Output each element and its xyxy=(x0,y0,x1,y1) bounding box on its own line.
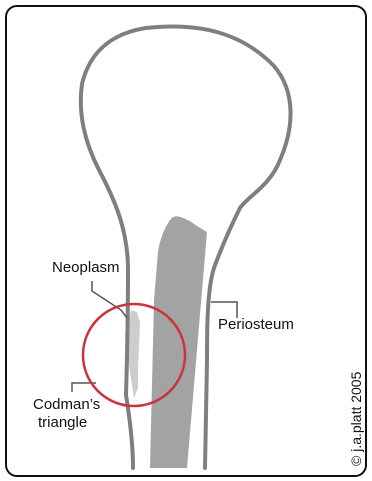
codman-label-line1: Codman’s xyxy=(33,396,100,414)
neoplasm-leader-line xyxy=(92,281,127,318)
neoplasm-label: Neoplasm xyxy=(52,259,120,277)
codman-triangle-label: Codman’s triangle xyxy=(33,396,100,432)
copyright-label: © j.a.platt 2005 xyxy=(348,372,364,466)
periosteum-label: Periosteum xyxy=(218,316,294,334)
codman-label-line2: triangle xyxy=(38,414,100,432)
medullary-cavity xyxy=(150,216,207,468)
